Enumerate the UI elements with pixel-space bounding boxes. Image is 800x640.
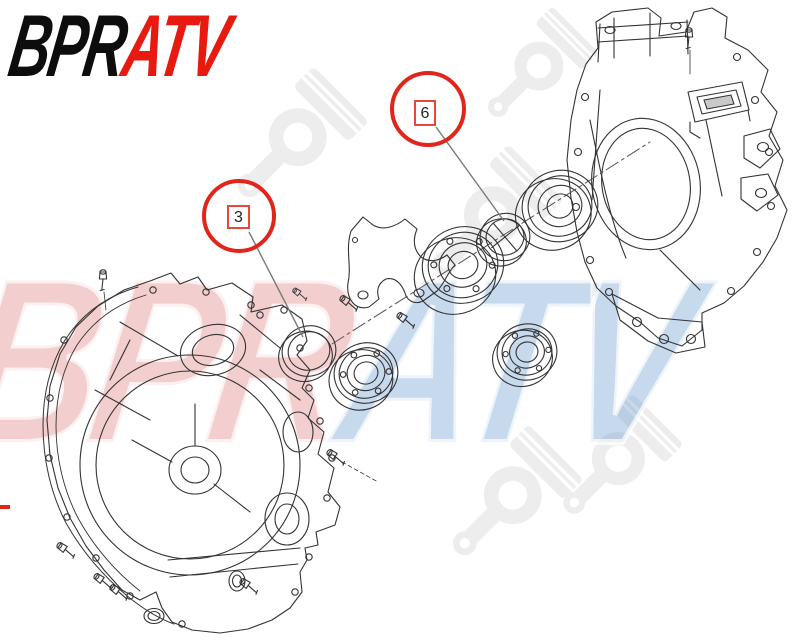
brand-logo: BPRATV [3, 0, 235, 95]
brand-logo-atv: ATV [116, 0, 235, 95]
main-bearing-center [413, 226, 505, 315]
ball-bearing-lower [492, 323, 558, 388]
oil-seal-right [476, 212, 531, 267]
callout-3-leader-line [248, 231, 304, 338]
fastener-bolts [55, 27, 694, 625]
main-bearing-right [514, 169, 599, 251]
brand-logo-bpr: BPR [3, 0, 133, 95]
callout-3-number: 3 [227, 205, 250, 229]
bolt-holes-left-case [45, 286, 336, 628]
callout-6-number: 6 [414, 100, 436, 126]
gasket-plate [347, 216, 456, 309]
callout-6-circle [390, 71, 466, 147]
callout-6-leader-line [435, 126, 505, 222]
cropped-red-edge-mark [0, 505, 10, 509]
right-crankcase-half [566, 7, 788, 354]
left-crankcase-half [42, 272, 341, 634]
crankshaft-axis-line [331, 141, 651, 345]
intake-block [687, 81, 751, 139]
bolt-holes-right-case [571, 52, 776, 297]
callout-3-circle [202, 179, 276, 253]
oil-seal-left [278, 325, 337, 383]
ball-bearing-left [328, 342, 399, 411]
